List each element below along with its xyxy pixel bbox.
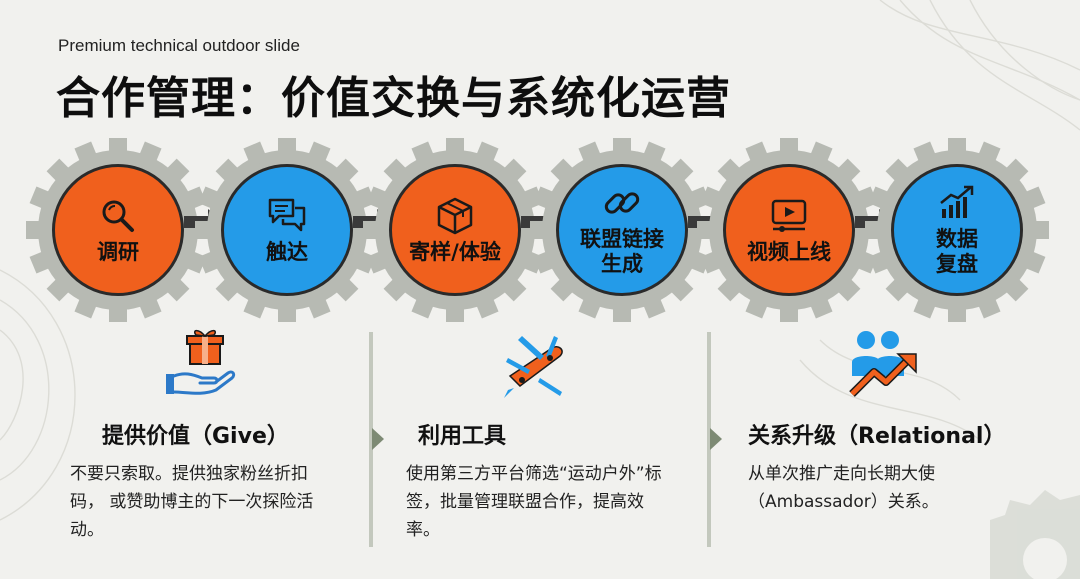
slide-title: 合作管理：价值交换与系统化运营 — [56, 73, 731, 124]
column-body: 不要只索取。提供独家粉丝折扣码， 或赞助博主的下一次探险活动。 — [70, 464, 314, 540]
step-affiliate-link: 联盟链接 生成 — [530, 138, 714, 322]
chat-bubbles-icon — [268, 198, 306, 231]
gift-in-hand-icon — [166, 329, 236, 395]
slide-subtitle: Premium technical outdoor slide — [58, 36, 300, 55]
step-circle: 调研 — [52, 164, 184, 296]
step-circle: 数据 复盘 — [891, 164, 1023, 296]
package-box-icon — [437, 197, 473, 234]
column-give-value: 提供价值（Give） 不要只索取。提供独家粉丝折扣码， 或赞助博主的下一次探险活… — [70, 320, 370, 560]
step-label: 视频上线 — [747, 239, 831, 264]
step-circle: 寄样/体验 — [389, 164, 521, 296]
magnifier-icon — [102, 200, 134, 232]
column-heading: 利用工具 — [418, 424, 507, 449]
step-outreach: 触达 — [195, 138, 379, 322]
step-sampling: 寄样/体验 — [363, 138, 547, 322]
growth-chart-icon — [940, 185, 974, 218]
step-label: 触达 — [266, 239, 308, 264]
chevron-right-icon — [710, 428, 722, 450]
multitool-knife-icon — [504, 336, 563, 398]
step-research: 调研 — [26, 138, 210, 322]
column-heading: 提供价值（Give） — [102, 424, 289, 449]
step-circle: 视频上线 — [723, 164, 855, 296]
step-label: 数据 复盘 — [936, 227, 978, 276]
column-relationship-upgrade: 关系升级（Relational） 从单次推广走向长期大使（Ambassador）… — [748, 320, 1048, 560]
step-label: 调研 — [97, 239, 139, 264]
process-flow: 调研 触达 寄样/体验 — [26, 138, 1049, 322]
step-circle: 联盟链接 生成 — [556, 164, 688, 296]
chevron-right-icon — [372, 428, 384, 450]
partners-growth-icon — [849, 331, 917, 397]
step-data-review: 数据 复盘 — [865, 138, 1049, 322]
chain-link-icon — [604, 192, 640, 214]
column-body: 使用第三方平台筛选“运动户外”标签，批量管理联盟合作，提高效率。 — [406, 464, 662, 540]
step-label: 寄样/体验 — [409, 239, 501, 264]
column-divider — [369, 332, 373, 547]
video-play-icon — [771, 199, 807, 232]
column-heading: 关系升级（Relational） — [748, 424, 1006, 449]
step-circle: 触达 — [221, 164, 353, 296]
step-video-launch: 视频上线 — [697, 138, 881, 322]
column-divider — [707, 332, 711, 547]
step-label: 联盟链接 生成 — [580, 227, 664, 276]
column-use-tools: 利用工具 使用第三方平台筛选“运动户外”标签，批量管理联盟合作，提高效率。 — [406, 320, 706, 560]
column-body: 从单次推广走向长期大使（Ambassador）关系。 — [748, 464, 939, 512]
